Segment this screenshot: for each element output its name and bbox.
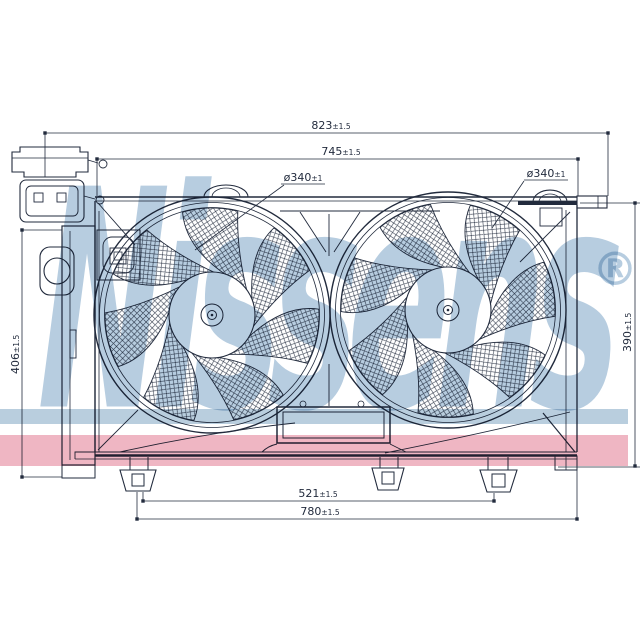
watermark-blue-stripe bbox=[0, 409, 628, 424]
dia-left-label: ø340±1 bbox=[284, 171, 323, 184]
mounting-foot bbox=[371, 467, 405, 491]
watermark-pink-stripe bbox=[0, 435, 628, 466]
dim-406-label: 406±1.5 bbox=[9, 335, 22, 374]
right-top-dome bbox=[532, 189, 568, 203]
bracket-slot bbox=[69, 329, 77, 359]
dim-745-label: 745±1.5 bbox=[321, 145, 360, 158]
mounting-foot bbox=[119, 469, 157, 492]
right-mount-tab bbox=[576, 195, 608, 209]
dim-521-label: 521±1.5 bbox=[298, 487, 337, 500]
left-top-dome bbox=[203, 184, 249, 198]
dim-390-label: 390±1.5 bbox=[621, 313, 634, 352]
pin-callout bbox=[98, 159, 108, 169]
bracket-hole bbox=[43, 257, 71, 285]
mounting-foot bbox=[479, 469, 518, 493]
hub-screw bbox=[207, 310, 217, 320]
dimension-end-markers bbox=[20, 131, 637, 521]
connector-pin bbox=[33, 192, 44, 203]
connector-pin bbox=[56, 192, 67, 203]
dim-780-label: 780±1.5 bbox=[300, 505, 339, 518]
dim-823-label: 823±1.5 bbox=[311, 119, 350, 132]
right-mount-bar bbox=[518, 201, 577, 205]
registered-trademark-icon: ® bbox=[592, 242, 638, 296]
hub-screw bbox=[443, 305, 453, 315]
pin-callout bbox=[95, 195, 105, 205]
connector-detail bbox=[11, 146, 108, 223]
right-fan bbox=[329, 191, 567, 429]
dia-right-label: ø340±1 bbox=[527, 167, 566, 180]
